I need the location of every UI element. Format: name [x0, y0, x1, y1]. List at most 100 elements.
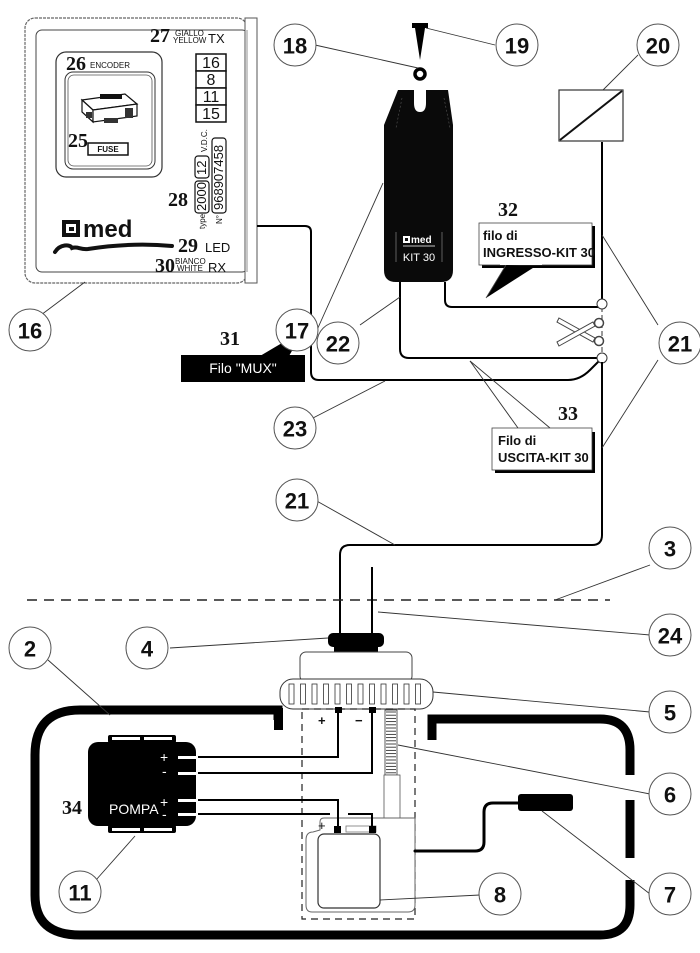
ingresso-note: 32 filo di INGRESSO-KIT 30 — [478, 199, 595, 299]
serial-value: 968907458 — [211, 145, 226, 210]
voltage-value: 12 — [194, 161, 209, 175]
flange-rib — [369, 683, 375, 705]
ref-30: 30 — [155, 255, 175, 277]
white-label: WHITE — [177, 264, 203, 273]
ref-26: 26 — [66, 53, 86, 75]
med-logo: med — [53, 216, 174, 254]
callout-label: 6 — [664, 783, 676, 808]
callout-label: 11 — [68, 881, 91, 906]
kit30-label: KIT 30 — [403, 252, 435, 264]
ref-25: 25 — [68, 130, 88, 152]
kit30-module: med KIT 30 — [384, 90, 453, 282]
callout-label: 16 — [18, 319, 42, 344]
no-prefix: N° — [215, 215, 224, 224]
callout-label: 2 — [24, 637, 36, 662]
bianco-label: BIANCO — [175, 257, 206, 266]
rx-label: RX — [208, 260, 226, 275]
flange-rib — [392, 683, 398, 705]
flange-rib — [380, 683, 387, 705]
flange-rib — [403, 683, 410, 705]
yellow-label: YELLOW — [173, 36, 207, 45]
wire-pompa-minus2b — [348, 813, 373, 826]
callout-label: 18 — [283, 34, 307, 59]
callout-label: 21 — [285, 489, 309, 514]
pompa-minus-2: - — [162, 806, 167, 822]
ingresso-line1: filo di — [483, 228, 518, 243]
callout-label: 7 — [664, 883, 676, 908]
code-value: 11 — [203, 89, 220, 106]
callout-label: 20 — [646, 34, 670, 59]
callout-18 — [273, 23, 317, 67]
callout-17 — [275, 308, 319, 352]
ref-27: 27 — [150, 25, 170, 47]
ring-18 — [413, 67, 427, 81]
ref-34: 34 — [62, 797, 82, 819]
flange-rib — [300, 683, 306, 705]
pump-body-8: + — [305, 817, 416, 913]
callout-8 — [478, 872, 522, 916]
type-value: 2000 — [194, 182, 209, 211]
callout-21 — [658, 321, 700, 365]
wire-pompa-minus1 — [195, 713, 373, 774]
uscita-note: 33 Filo di USCITA-KIT 30 — [469, 360, 595, 473]
flange-rib — [323, 683, 329, 705]
junction-top — [596, 298, 608, 310]
callout-label: 22 — [326, 332, 350, 357]
callout-label: 3 — [664, 537, 676, 562]
code-value: 15 — [202, 106, 220, 123]
code-box — [195, 104, 227, 123]
callout-7 — [648, 872, 692, 916]
mux-wire — [257, 225, 603, 381]
fuse-label: FUSE — [97, 145, 119, 154]
code-value: 8 — [207, 72, 216, 89]
kit30-brand: med — [411, 235, 432, 246]
flange-5 — [279, 678, 434, 710]
callout-20 — [636, 23, 680, 67]
pin-19 — [412, 23, 428, 60]
control-unit: 26 ENCODER 25 FUSE 27 GIALLO YELLOW TX 1… — [24, 17, 258, 284]
flange-rib — [288, 683, 295, 705]
pompa-minus-1: - — [162, 763, 167, 779]
led-label: LED — [205, 240, 230, 255]
pompa-plus-1: + — [160, 749, 168, 765]
callout-22 — [316, 321, 360, 365]
callout-24 — [648, 613, 692, 657]
callout-19 — [495, 23, 539, 67]
ingresso-line2: INGRESSO-KIT 30 — [483, 245, 595, 260]
mux-wire-label: Filo "MUX" — [209, 360, 277, 376]
type-prefix: type — [198, 213, 207, 229]
callout-label: 19 — [505, 34, 529, 59]
callout-11 — [58, 870, 102, 914]
callout-23 — [273, 406, 317, 450]
callout-label: 4 — [141, 637, 154, 662]
flange-plus: + — [318, 713, 326, 728]
tank-outline — [30, 705, 635, 940]
encoder-module: 26 ENCODER 25 FUSE — [55, 51, 163, 178]
ref-28: 28 — [168, 189, 188, 211]
tx-label: TX — [208, 31, 225, 46]
callout-label: 17 — [285, 319, 309, 344]
pompa-plus-2: + — [160, 794, 168, 810]
callout-label: 23 — [283, 417, 307, 442]
pickup-filter-7 — [518, 794, 573, 811]
callout-3 — [648, 526, 692, 570]
callout-label: 24 — [658, 624, 683, 649]
junction-bottom — [596, 352, 608, 364]
ref-31: 31 — [220, 328, 240, 350]
pompa-label: POMPA — [109, 801, 159, 817]
giallo-label: GIALLO — [175, 29, 204, 38]
callout-label: 21 — [668, 332, 692, 357]
encoder-label: ENCODER — [90, 61, 130, 70]
ref-33: 33 — [558, 403, 578, 425]
main-wire-21 — [339, 362, 603, 635]
flange-rib — [415, 683, 421, 705]
ref-32: 32 — [498, 199, 518, 221]
callout-2 — [8, 626, 52, 670]
callout-4 — [125, 626, 169, 670]
callout-5 — [648, 690, 692, 734]
kit30-output-wire — [399, 282, 602, 359]
leader-lines — [36, 27, 659, 901]
uscita-line1: Filo di — [498, 433, 536, 448]
